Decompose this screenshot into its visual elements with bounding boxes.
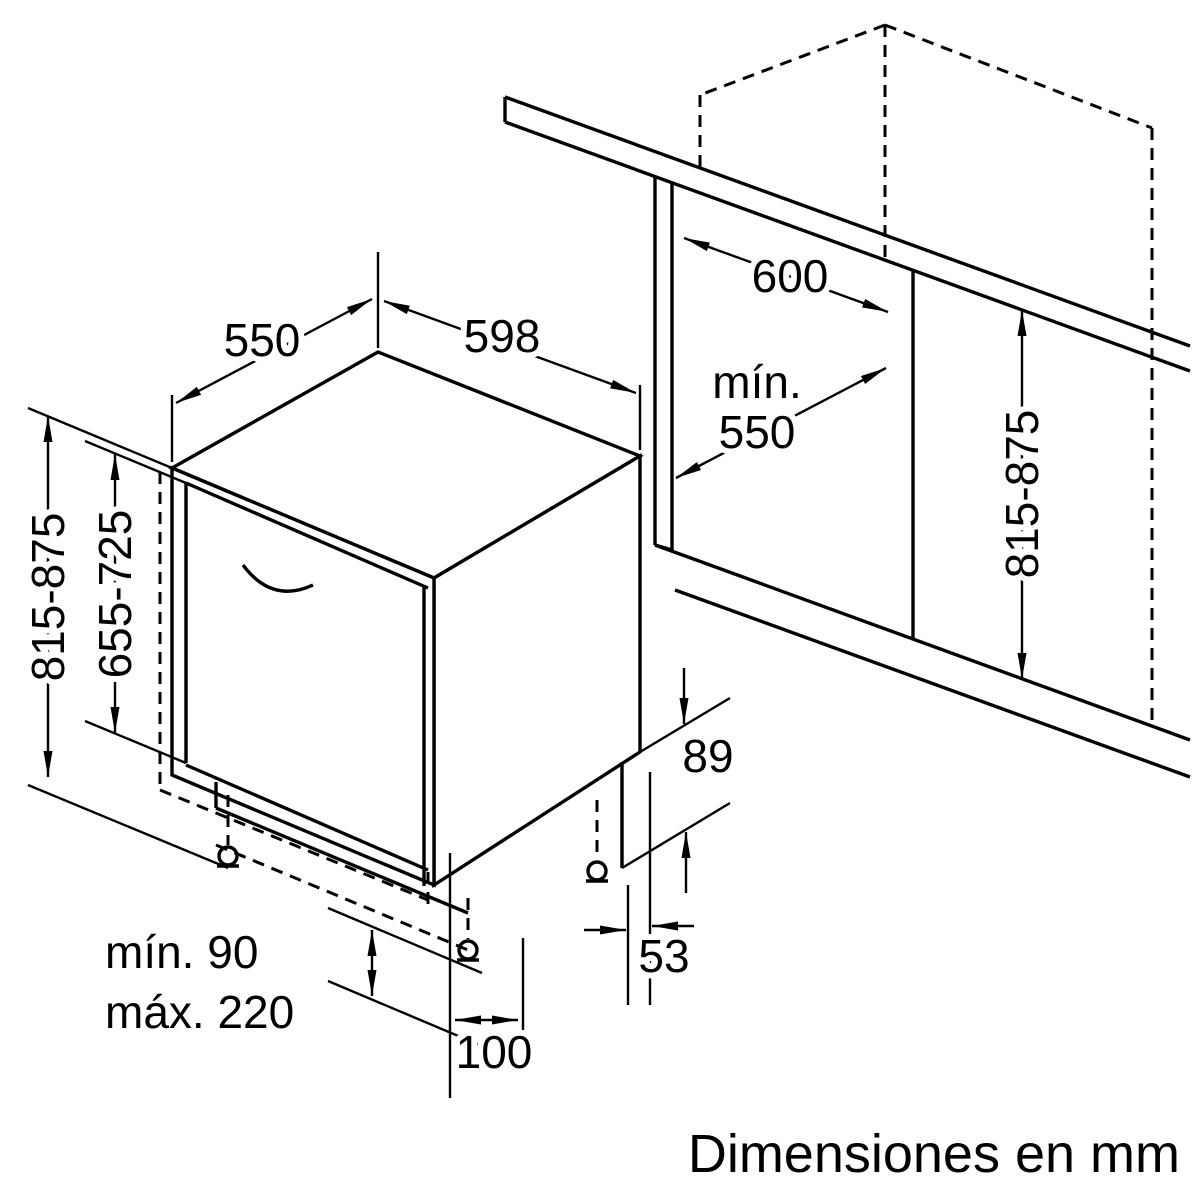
niche-base-lines: [654, 543, 1191, 779]
label-niche-depth-prefix: mín.: [712, 356, 801, 408]
label-base-rear-height: 89: [682, 730, 733, 782]
label-plinth-height-min: mín. 90: [105, 926, 258, 978]
front-right-foot-icon: [457, 939, 479, 961]
door-handle: [241, 563, 314, 593]
label-top-depth: 550: [224, 314, 301, 366]
front-left-foot-icon: [217, 845, 239, 867]
label-niche-height: 815-875: [996, 410, 1048, 579]
feet-base-ticks: [217, 864, 608, 962]
dim-arrow-top-depth: [175, 297, 373, 405]
niche-cabinet-dashed-outline: [698, 23, 1154, 726]
dim-arrow-niche-width: [683, 236, 889, 314]
dishwasher: [158, 350, 644, 962]
label-front-width: 598: [464, 310, 541, 362]
dimension-lines: [27, 236, 1027, 1098]
label-niche-depth-value: 550: [719, 406, 796, 458]
label-rear-foot-offset: 53: [638, 930, 689, 982]
dim-arrow-front-width: [383, 299, 637, 395]
label-plinth-recess-depth: 100: [456, 1026, 533, 1078]
caption-units: Dimensiones en mm: [688, 1124, 1180, 1184]
door-panel-edges: [184, 481, 429, 886]
dishwasher-front-face: [170, 465, 436, 888]
label-niche-width: 600: [752, 250, 829, 302]
niche-walls: [653, 177, 915, 639]
label-appliance-height: 815-875: [22, 513, 74, 682]
worktop-lines: [503, 95, 1191, 373]
decor-panel-dashed: [158, 472, 599, 952]
dim-arrow-niche-depth: [675, 366, 887, 480]
label-plinth-height-max: máx. 220: [105, 986, 294, 1038]
rear-foot-icon: [586, 860, 608, 882]
dimension-labels: 550 598 600 mín. 550 815-875 655-725 815…: [16, 244, 1180, 1184]
base-step-lines: [214, 762, 624, 915]
extension-lines: [27, 252, 731, 1098]
label-door-panel-height: 655-725: [89, 510, 141, 679]
